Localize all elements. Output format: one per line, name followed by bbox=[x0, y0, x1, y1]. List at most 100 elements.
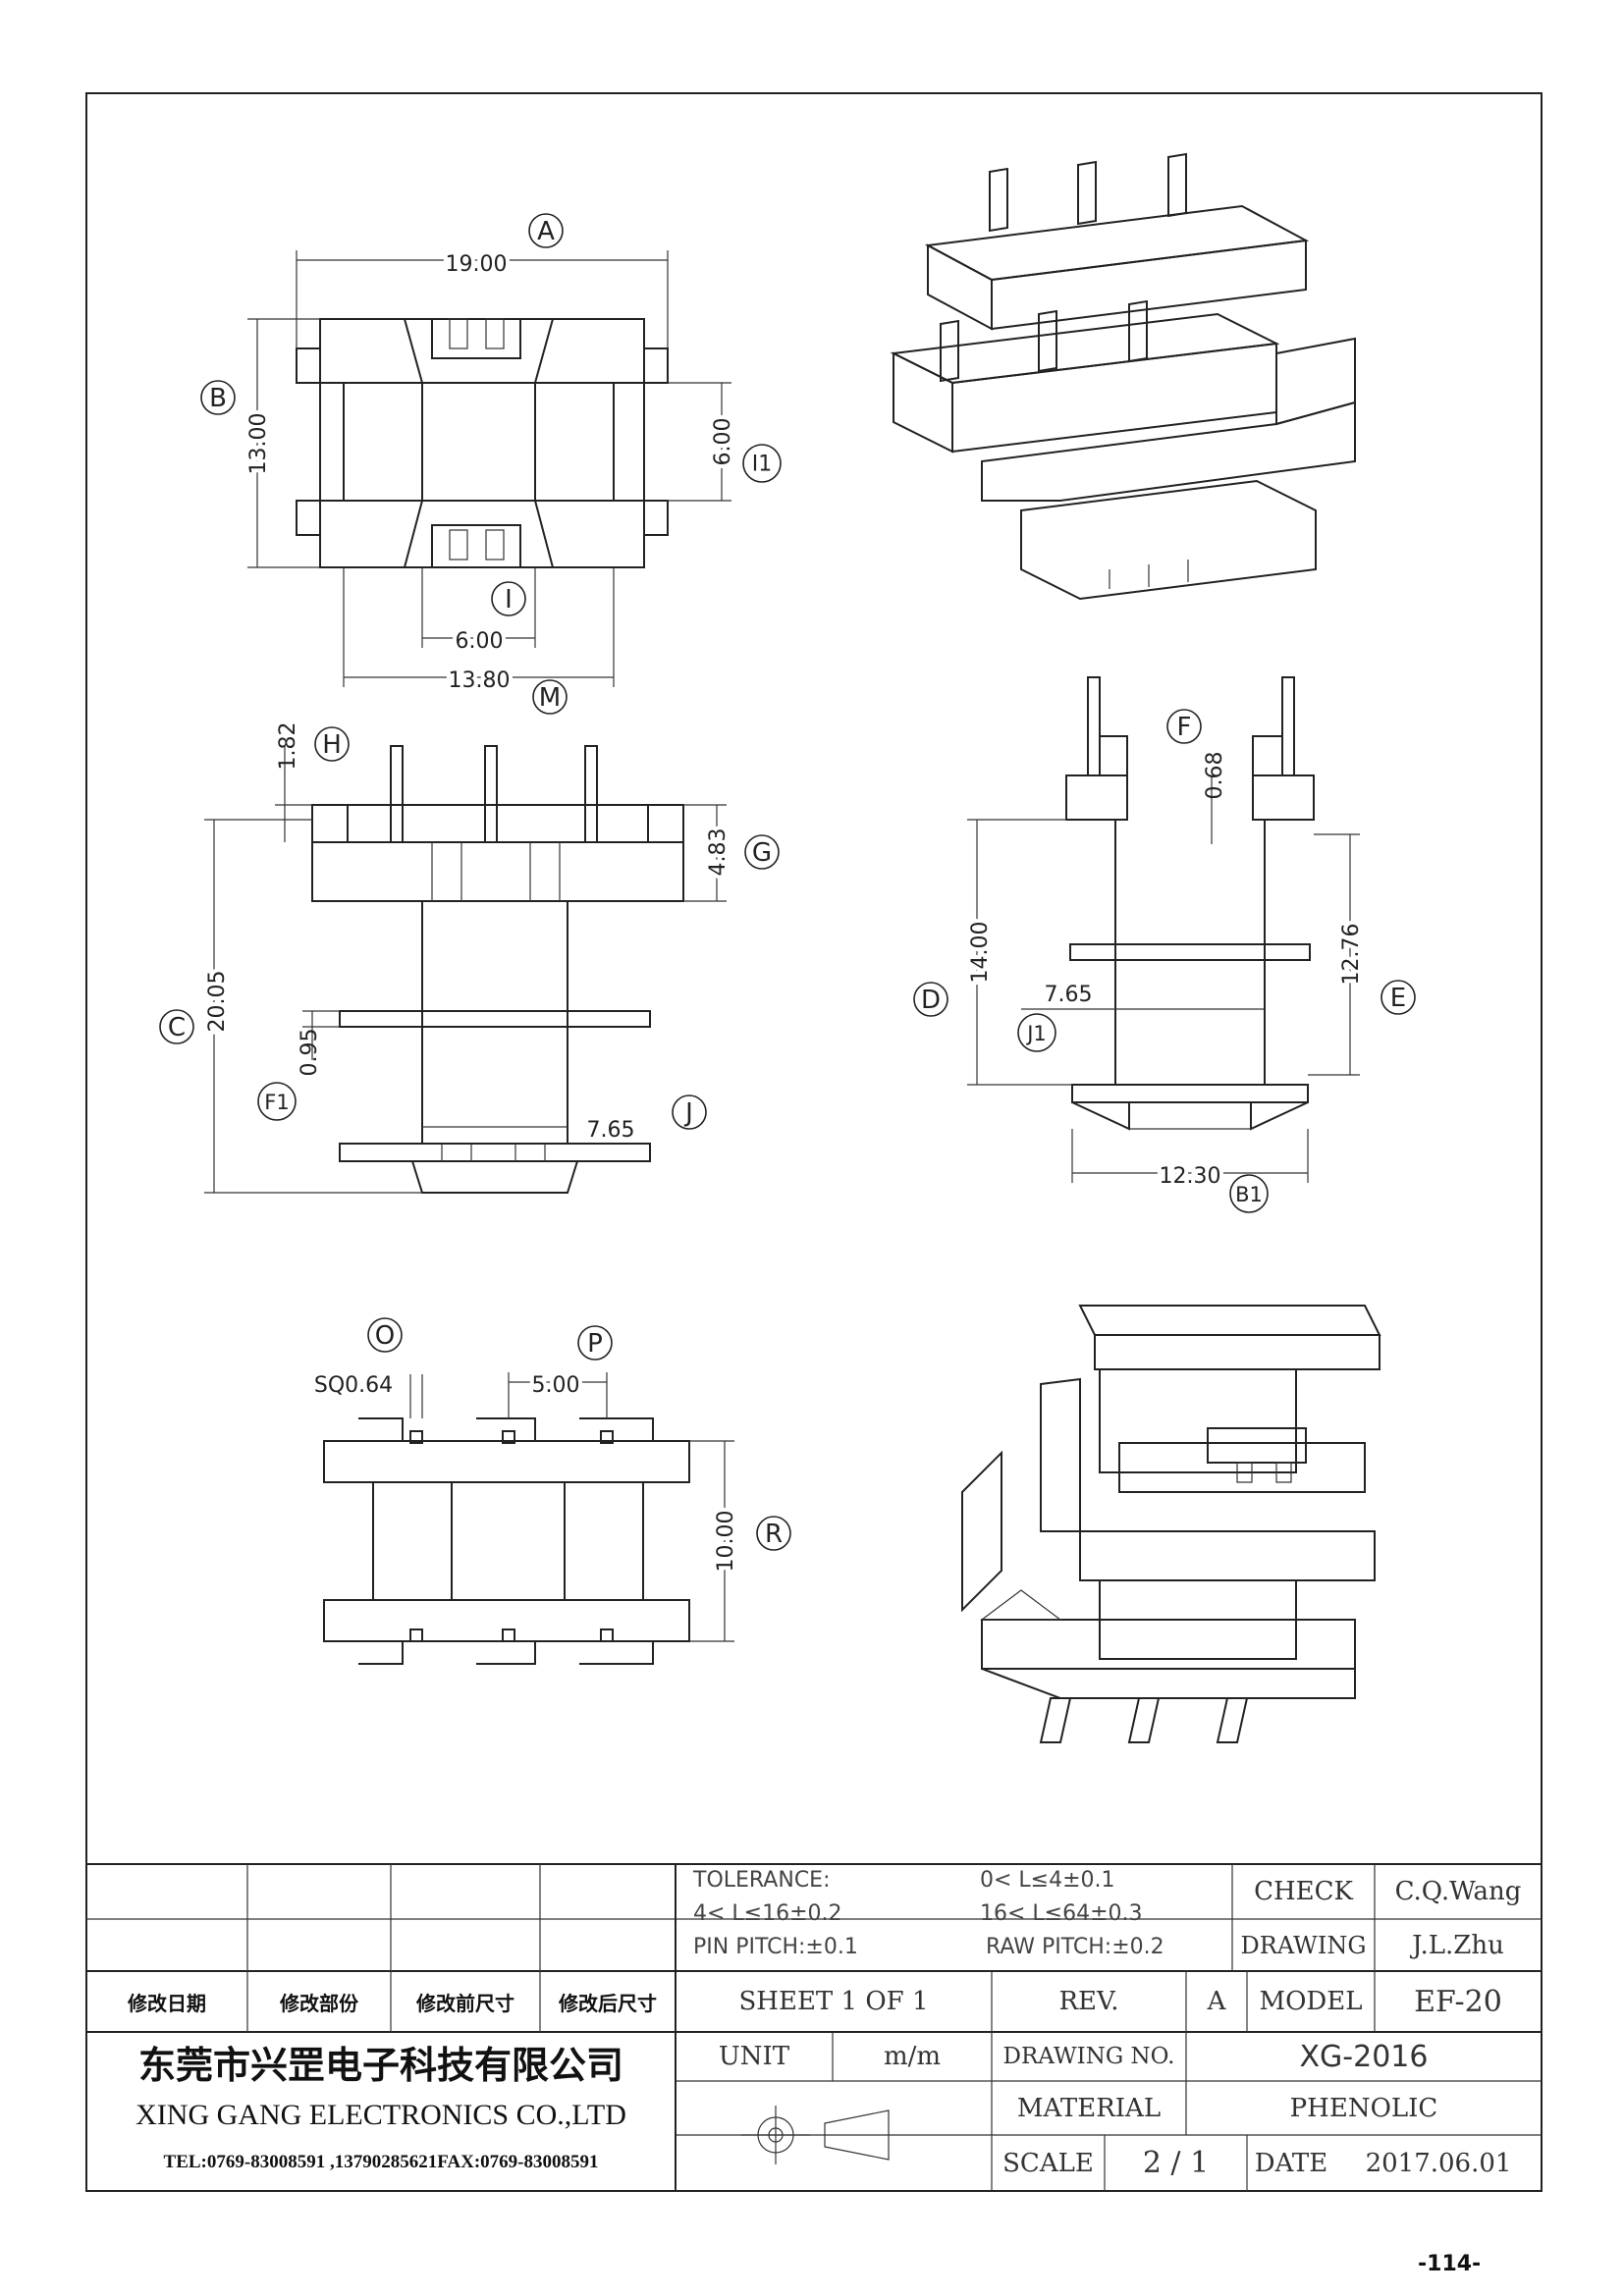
material-label: MATERIAL bbox=[1016, 2093, 1162, 2123]
callout-E: E bbox=[1380, 980, 1416, 1015]
scale-value: 2 / 1 bbox=[1142, 2146, 1210, 2180]
svg-text:J: J bbox=[683, 1098, 693, 1128]
title-block: 修改日期 修改部份 修改前尺寸 修改后尺寸 TOLERANCE: 0< L≤4±… bbox=[86, 1864, 1542, 2191]
callout-M: M bbox=[532, 679, 568, 715]
side-view-dimensions: 0.68 14.00 12.76 7.65 12.30 bbox=[964, 752, 1368, 1193]
drawing-label: DRAWING bbox=[1240, 1931, 1367, 1959]
svg-text:I: I bbox=[505, 585, 513, 614]
svg-text:D: D bbox=[921, 986, 941, 1015]
callout-I1: I1 bbox=[742, 444, 782, 483]
company-name-en: XING GANG ELECTRONICS CO.,LTD bbox=[135, 2099, 626, 2131]
dim-side-base: 12.30 bbox=[1160, 1164, 1221, 1189]
drawing-no-value: XG-2016 bbox=[1299, 2039, 1429, 2074]
svg-text:I1: I1 bbox=[752, 453, 773, 477]
bottom-view bbox=[323, 1417, 690, 1665]
unit-value: m/m bbox=[883, 2042, 942, 2071]
callout-H: H bbox=[314, 726, 350, 762]
rev-header-part: 修改部份 bbox=[280, 1991, 358, 2015]
svg-text:C: C bbox=[168, 1013, 186, 1042]
svg-text:B: B bbox=[209, 384, 227, 413]
check-value: C.Q.Wang bbox=[1394, 1877, 1522, 1906]
dim-side-height: 14.00 bbox=[968, 922, 993, 984]
callout-A: A bbox=[528, 213, 564, 248]
top-view bbox=[296, 318, 669, 568]
date-value: 2017.06.01 bbox=[1365, 2148, 1512, 2178]
scale-label: SCALE bbox=[1002, 2148, 1094, 2178]
rev-label: REV. bbox=[1058, 1987, 1119, 2016]
model-label: MODEL bbox=[1259, 1987, 1363, 2016]
dim-side-inner: 12.76 bbox=[1339, 924, 1364, 986]
svg-text:M: M bbox=[539, 683, 561, 713]
callout-F: F bbox=[1166, 709, 1202, 744]
dim-top-width: 19.00 bbox=[446, 252, 508, 277]
date-label: DATE bbox=[1254, 2148, 1328, 2178]
svg-text:A: A bbox=[537, 217, 555, 246]
svg-text:J1: J1 bbox=[1025, 1022, 1047, 1045]
tolerance-2: 4< L≤16±0.2 bbox=[693, 1901, 842, 1926]
rev-header-after: 修改后尺寸 bbox=[559, 1991, 657, 2015]
svg-text:E: E bbox=[1390, 984, 1406, 1013]
raw-pitch: RAW PITCH:±0.2 bbox=[986, 1935, 1164, 1959]
sheet-border bbox=[85, 92, 1543, 2192]
unit-label: UNIT bbox=[718, 2042, 790, 2071]
dim-bottom-pitch: 5.00 bbox=[532, 1373, 580, 1398]
callout-R: R bbox=[756, 1516, 791, 1551]
material-value: PHENOLIC bbox=[1289, 2093, 1438, 2123]
dim-bottom-pin-sq: SQ0.64 bbox=[314, 1373, 393, 1398]
dim-front-pin-height: 1.82 bbox=[276, 722, 300, 771]
dim-bottom-height: 10.00 bbox=[714, 1511, 738, 1573]
title-block-grid bbox=[86, 1863, 1542, 2191]
dim-side-core: 7.65 bbox=[1045, 983, 1093, 1007]
isometric-view-assembled bbox=[961, 1305, 1381, 1743]
rev-value: A bbox=[1207, 1987, 1226, 2016]
svg-text:B1: B1 bbox=[1235, 1183, 1263, 1206]
top-view-dimensions: 19.00 13.00 6.00 6.00 13.80 bbox=[243, 248, 739, 697]
callout-D: D bbox=[913, 982, 948, 1017]
dim-front-mid-flange: 0.95 bbox=[298, 1029, 322, 1077]
rev-header-before: 修改前尺寸 bbox=[416, 1991, 514, 2015]
company-name-cn: 东莞市兴罡电子科技有限公司 bbox=[137, 2043, 623, 2087]
tolerance-label: TOLERANCE: bbox=[693, 1868, 831, 1893]
dim-top-inner: 6.00 bbox=[456, 629, 504, 654]
dim-front-total: 20.05 bbox=[205, 971, 230, 1033]
svg-text:H: H bbox=[322, 730, 342, 760]
callout-J: J bbox=[672, 1095, 707, 1130]
callout-F1: F1 bbox=[257, 1082, 297, 1121]
tolerance-3: 16< L≤64±0.3 bbox=[980, 1901, 1143, 1926]
dim-front-core: 7.65 bbox=[587, 1118, 635, 1143]
callout-G: G bbox=[744, 834, 780, 870]
callout-P: P bbox=[577, 1325, 613, 1361]
projection-symbol-cone bbox=[824, 2109, 890, 2161]
isometric-view-exploded bbox=[890, 152, 1356, 601]
check-label: CHECK bbox=[1254, 1877, 1353, 1906]
rev-header-date: 修改日期 bbox=[128, 1991, 206, 2015]
page-number: -114- bbox=[1418, 2252, 1482, 2276]
callout-J1: J1 bbox=[1017, 1013, 1056, 1052]
dim-front-flange: 4.83 bbox=[706, 828, 731, 877]
drawing-no-label: DRAWING NO. bbox=[1002, 2044, 1175, 2069]
model-value: EF-20 bbox=[1414, 1984, 1502, 2019]
bottom-view-dimensions: SQ0.64 5.00 10.00 bbox=[314, 1369, 742, 1642]
svg-text:F1: F1 bbox=[264, 1091, 289, 1114]
svg-text:F: F bbox=[1177, 713, 1192, 742]
dim-top-base: 13.80 bbox=[449, 668, 511, 693]
callout-C: C bbox=[159, 1009, 194, 1044]
svg-text:O: O bbox=[375, 1321, 395, 1351]
svg-text:P: P bbox=[587, 1329, 603, 1359]
sheet-info: SHEET 1 OF 1 bbox=[738, 1987, 929, 2016]
callout-B: B bbox=[200, 380, 236, 415]
side-view bbox=[1065, 676, 1315, 1131]
callout-O: O bbox=[367, 1317, 403, 1353]
dim-top-height: 13.00 bbox=[246, 413, 271, 475]
drawing-value: J.L.Zhu bbox=[1412, 1930, 1504, 1960]
pin-pitch: PIN PITCH:±0.1 bbox=[693, 1935, 858, 1959]
callout-B1: B1 bbox=[1229, 1174, 1269, 1213]
dim-top-window: 6.00 bbox=[711, 418, 735, 466]
front-view-dimensions: 1.82 4.83 20.05 0.95 7.65 bbox=[201, 722, 734, 1194]
svg-text:R: R bbox=[765, 1520, 783, 1549]
front-view bbox=[311, 745, 684, 1194]
tolerance-1: 0< L≤4±0.1 bbox=[980, 1868, 1115, 1893]
dim-side-gap: 0.68 bbox=[1203, 752, 1227, 800]
svg-text:G: G bbox=[752, 838, 772, 868]
